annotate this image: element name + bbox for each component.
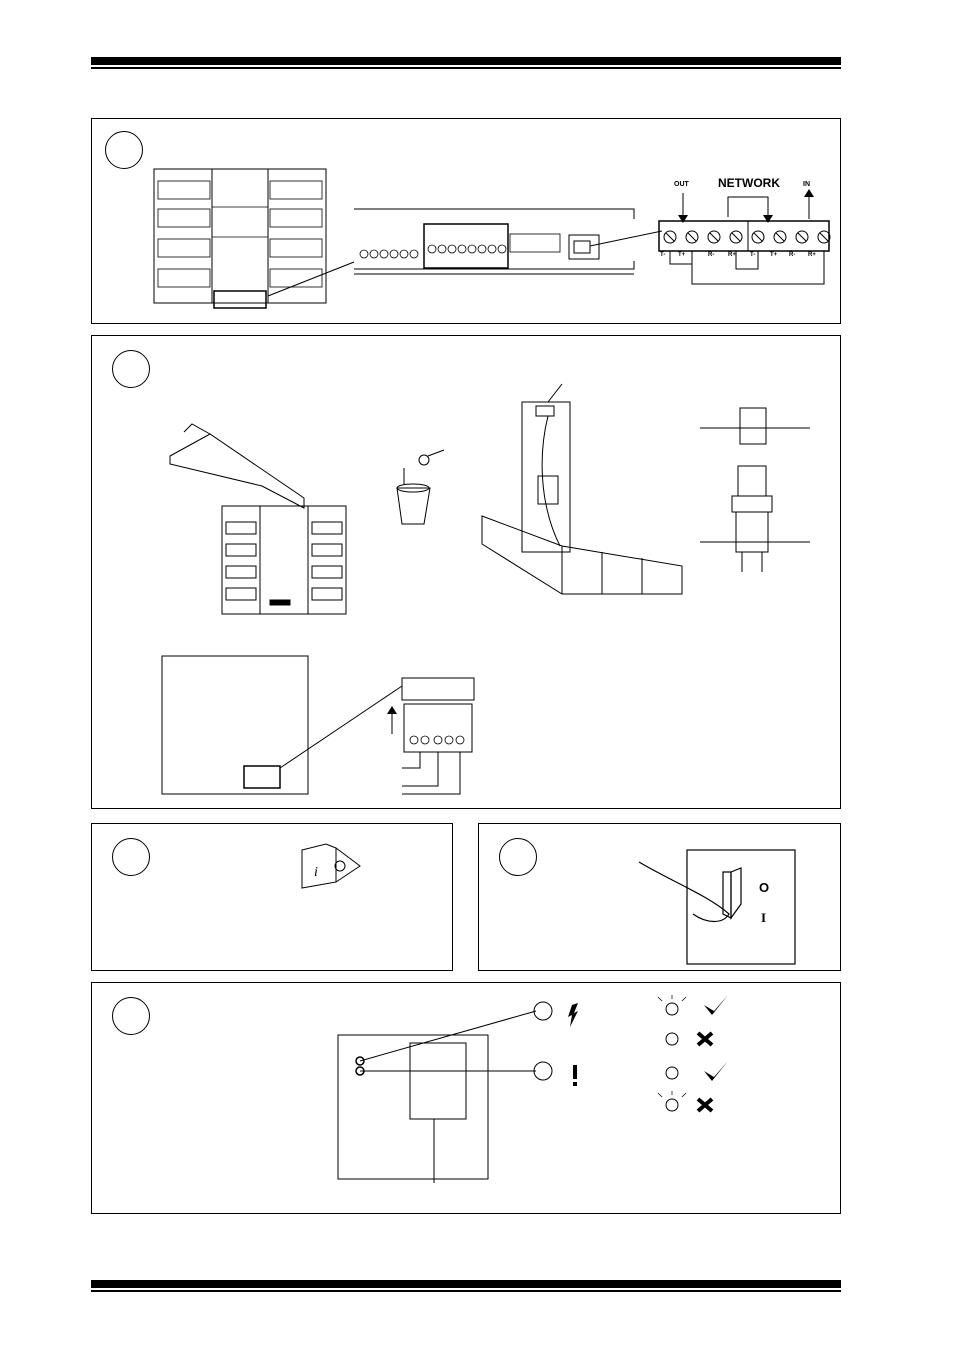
terminal-label: R-	[708, 252, 714, 258]
panel-network-wiring: NETWORK OUT IN T- T+ R- R+ T- T+ R- R+	[91, 118, 841, 324]
open-enclosure	[170, 424, 346, 614]
network-wiring-illustration	[92, 119, 842, 325]
footer-rule-thick	[91, 1280, 841, 1288]
terminal-label: R-	[789, 252, 795, 258]
circuit-board-illustration	[162, 656, 474, 794]
panel-installation	[91, 335, 841, 809]
header-rule-thick	[91, 57, 841, 65]
exclamation-icon	[573, 1065, 577, 1079]
terminal-block	[659, 221, 829, 251]
terminal-label: R+	[728, 252, 736, 258]
check-icon	[704, 995, 728, 1015]
installation-illustration	[92, 336, 842, 810]
cable-gland-illustration	[700, 408, 810, 572]
switch-off-label: O	[759, 880, 769, 895]
trunking-illustration	[482, 384, 682, 594]
switch-plate	[687, 850, 795, 964]
terminal-label: T+	[678, 252, 685, 258]
in-label: IN	[803, 181, 810, 188]
switch-on-label: I	[761, 910, 766, 926]
panel-information: i	[91, 823, 453, 971]
out-label: OUT	[674, 181, 689, 188]
terminal-label: T-	[750, 252, 755, 258]
terminal-label: R+	[808, 252, 816, 258]
terminal-label: T+	[770, 252, 777, 258]
footer-rule-thin	[91, 1290, 841, 1292]
callout-box	[214, 291, 266, 308]
cup-illustration	[397, 450, 444, 524]
info-icon: i	[314, 865, 318, 880]
status-indicators-illustration	[92, 983, 842, 1215]
power-switch-illustration	[479, 824, 842, 972]
header-rule-thin	[91, 67, 841, 69]
network-title: NETWORK	[718, 176, 780, 190]
info-book-illustration: i	[92, 824, 454, 972]
terminal-label: T-	[660, 252, 665, 258]
lightning-icon	[568, 1003, 578, 1027]
panel-status-indicators	[91, 982, 841, 1214]
panel-power-switch: O I	[478, 823, 841, 971]
check-icon	[704, 1061, 728, 1081]
